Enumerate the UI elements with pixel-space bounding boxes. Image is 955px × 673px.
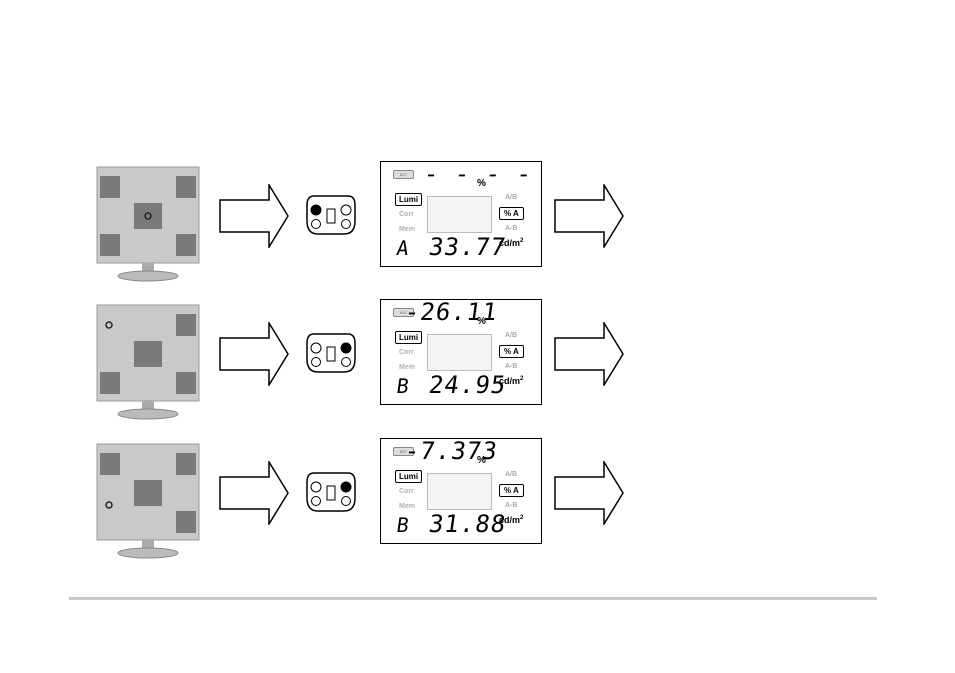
arrow-right-icon xyxy=(554,322,624,386)
monitor-illustration xyxy=(96,304,200,424)
channel-letter: A xyxy=(395,236,410,260)
ab-diff-indicator: A-B xyxy=(505,502,517,509)
arrow-right-icon xyxy=(554,461,624,525)
footer-divider xyxy=(69,597,877,600)
step-row-3: BAT -7.373 % Lumi Corr Mem A/B % A A-B c… xyxy=(0,443,955,563)
arrow-right-icon xyxy=(219,322,289,386)
remote-control-icon xyxy=(306,472,356,512)
display-blank-area xyxy=(427,473,492,510)
ab-diff-indicator: A-B xyxy=(505,225,517,232)
percent-a-indicator: % A xyxy=(499,207,524,220)
percent-a-indicator: % A xyxy=(499,484,524,497)
percent-sign: % xyxy=(477,316,486,327)
meter-display-panel: BAT -7.373 % Lumi Corr Mem A/B % A A-B c… xyxy=(380,438,542,544)
main-readout: 31.88 xyxy=(427,510,508,538)
ab-ratio-indicator: A/B xyxy=(505,332,517,339)
arrow-right-icon xyxy=(219,184,289,248)
lumi-indicator: Lumi xyxy=(395,470,422,483)
mem-indicator: Mem xyxy=(399,503,415,510)
monitor-illustration xyxy=(96,166,200,286)
main-readout: 24.95 xyxy=(427,371,508,399)
monitor-illustration xyxy=(96,443,200,563)
percent-sign: % xyxy=(477,455,486,466)
meter-display-panel: BAT - - - - % Lumi Corr Mem A/B % A A-B … xyxy=(380,161,542,267)
step-row-2: BAT -26.11 % Lumi Corr Mem A/B % A A-B c… xyxy=(0,304,955,424)
channel-letter: B xyxy=(395,374,410,398)
ab-ratio-indicator: A/B xyxy=(505,194,517,201)
mem-indicator: Mem xyxy=(399,364,415,371)
percent-sign: % xyxy=(477,178,486,189)
battery-icon: BAT xyxy=(393,170,414,179)
meter-display-panel: BAT -26.11 % Lumi Corr Mem A/B % A A-B c… xyxy=(380,299,542,405)
remote-control-icon xyxy=(306,333,356,373)
arrow-right-icon xyxy=(554,184,624,248)
corr-indicator: Corr xyxy=(399,349,414,356)
ab-ratio-indicator: A/B xyxy=(505,471,517,478)
ab-diff-indicator: A-B xyxy=(505,363,517,370)
arrow-right-icon xyxy=(219,461,289,525)
corr-indicator: Corr xyxy=(399,488,414,495)
step-row-1: BAT - - - - % Lumi Corr Mem A/B % A A-B … xyxy=(0,166,955,286)
display-blank-area xyxy=(427,334,492,371)
remote-control-icon xyxy=(306,195,356,235)
mem-indicator: Mem xyxy=(399,226,415,233)
channel-letter: B xyxy=(395,513,410,537)
display-blank-area xyxy=(427,196,492,233)
lumi-indicator: Lumi xyxy=(395,331,422,344)
corr-indicator: Corr xyxy=(399,211,414,218)
lumi-indicator: Lumi xyxy=(395,193,422,206)
percent-a-indicator: % A xyxy=(499,345,524,358)
main-readout: 33.77 xyxy=(427,233,508,261)
